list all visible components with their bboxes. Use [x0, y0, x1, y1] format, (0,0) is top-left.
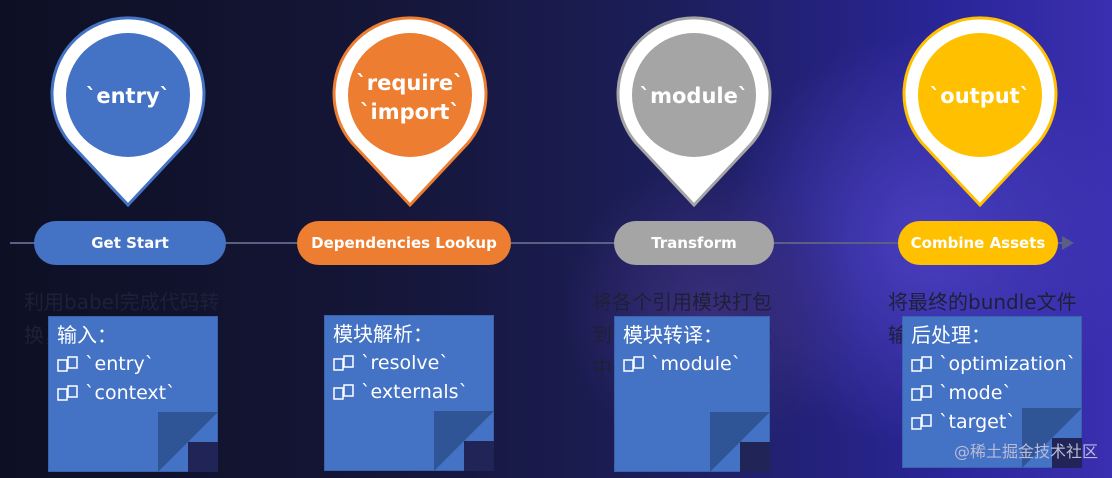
- note-item: `optimization`: [911, 350, 1077, 379]
- pin-marker-icon: [50, 16, 206, 207]
- note-item-label: `module`: [651, 353, 742, 375]
- stage-pill-combine-assets: Combine Assets: [898, 221, 1058, 265]
- note-item-label: `entry`: [85, 353, 155, 375]
- note-item-label: `target`: [939, 411, 1016, 433]
- document-link-icon: [333, 355, 354, 371]
- note-item-label: `resolve`: [361, 352, 449, 374]
- document-link-icon: [57, 385, 78, 401]
- note-item: `resolve`: [333, 349, 485, 378]
- note-post-processing: 后处理： `optimization` `mode` `target`: [902, 316, 1082, 468]
- pin-label-line-2: `import`: [360, 100, 460, 124]
- pin-label: `module`: [639, 84, 749, 108]
- note-item: `entry`: [57, 350, 209, 379]
- note-item: `context`: [57, 379, 209, 408]
- document-link-icon: [911, 385, 932, 401]
- pin-marker-icon: [332, 16, 488, 207]
- pin-output: `output`: [900, 15, 1060, 207]
- timeline-arrow-icon: [1062, 236, 1074, 250]
- pin-marker-icon: [616, 16, 772, 207]
- pin-marker-icon: [902, 16, 1058, 207]
- note-item-label: `context`: [85, 382, 176, 404]
- stage-pill-get-start: Get Start: [34, 221, 226, 265]
- note-item: `externals`: [333, 378, 485, 407]
- document-link-icon: [911, 414, 932, 430]
- note-fold-corner: [710, 412, 770, 472]
- document-link-icon: [57, 356, 78, 372]
- pin-require-import: `require` `import`: [330, 15, 490, 207]
- document-link-icon: [333, 384, 354, 400]
- document-link-icon: [911, 356, 932, 372]
- document-link-icon: [623, 356, 644, 372]
- note-fold-corner: [1022, 408, 1082, 468]
- note-fold-corner: [434, 411, 494, 471]
- pin-module: `module`: [614, 15, 774, 207]
- stage-pill-transform: Transform: [614, 221, 774, 265]
- stage-pill-dependencies-lookup: Dependencies Lookup: [297, 221, 511, 265]
- note-title: 输入：: [57, 323, 117, 347]
- note-module-transpile: 模块转译： `module`: [614, 316, 770, 472]
- note-title: 模块解析：: [333, 322, 433, 346]
- pin-label: `entry`: [85, 84, 171, 108]
- note-title: 后处理：: [911, 323, 991, 347]
- pin-label-line-1: `require`: [356, 71, 464, 95]
- note-item: `target`: [911, 408, 1073, 437]
- timeline-line: [10, 242, 1070, 244]
- note-input: 输入： `entry` `context`: [48, 316, 218, 472]
- pin-label: `output`: [929, 84, 1031, 108]
- note-item: `module`: [623, 350, 761, 379]
- note-title: 模块转译：: [623, 323, 723, 347]
- note-item-label: `optimization`: [939, 353, 1077, 375]
- note-fold-corner: [158, 412, 218, 472]
- note-item-label: `externals`: [361, 381, 469, 403]
- note-item-label: `mode`: [939, 382, 1012, 404]
- pin-entry: `entry`: [48, 15, 208, 207]
- note-module-resolution: 模块解析： `resolve` `externals`: [324, 315, 494, 471]
- watermark: @稀土掘金技术社区: [953, 442, 1098, 461]
- note-item: `mode`: [911, 379, 1073, 408]
